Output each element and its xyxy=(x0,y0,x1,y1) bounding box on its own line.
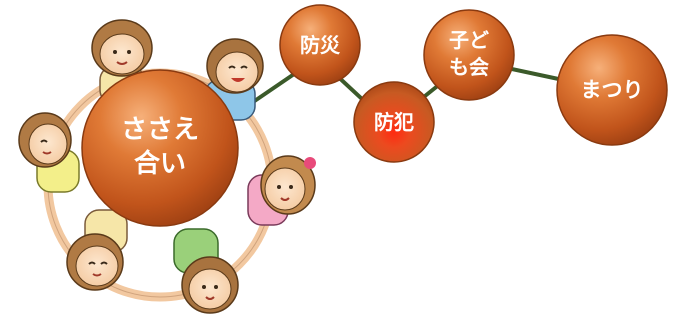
node-kodomokai-line2: も会 xyxy=(449,55,489,79)
node-kodomokai: 子ど も会 xyxy=(423,9,515,101)
child-bottom-right xyxy=(173,228,239,314)
node-bouhan: 防犯 xyxy=(353,81,435,163)
node-center: ささえ 合い xyxy=(81,69,239,227)
node-center-line2: 合い xyxy=(134,148,186,179)
node-bousai: 防災 xyxy=(279,4,361,86)
node-kodomokai-line1: 子ど xyxy=(449,28,489,52)
node-matsuri-label: まつり xyxy=(581,78,644,102)
child-right xyxy=(247,155,316,226)
node-bouhan-label: 防犯 xyxy=(374,110,414,134)
node-center-line1: ささえ xyxy=(121,115,199,145)
node-matsuri: まつり xyxy=(556,34,668,146)
child-bottom-left xyxy=(66,209,128,291)
child-left xyxy=(18,112,80,193)
child-top xyxy=(91,19,153,105)
node-bousai-label: 防災 xyxy=(300,33,341,57)
